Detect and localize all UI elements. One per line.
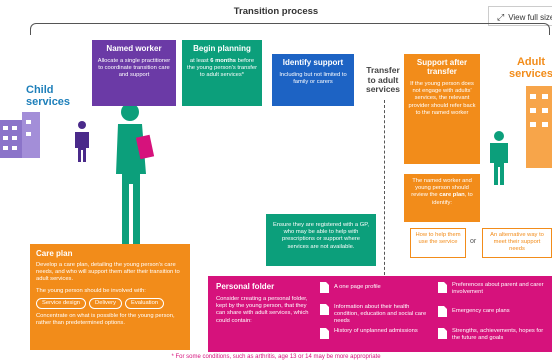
view-full-size-label: View full size — [508, 13, 552, 22]
evaluation-pill: Evaluation — [124, 297, 165, 310]
care-plan-title: Care plan — [36, 249, 73, 258]
process-bracket — [30, 23, 550, 35]
begin-planning-body-bold: 6 months — [210, 58, 237, 64]
adult-services-label: Adult services — [508, 56, 552, 80]
review-body-pre: The named worker and young person should… — [411, 178, 472, 199]
folder-item: Information about their health condition… — [334, 304, 427, 324]
gp-registration-body: Ensure they are registered with a GP, wh… — [273, 222, 369, 250]
child-services-building-icon — [0, 112, 40, 158]
begin-planning-box: Begin planning at least 6 months before … — [182, 40, 262, 106]
named-worker-body: Allocate a single practitioner to coordi… — [97, 58, 171, 79]
care-plan-body-2: The young person should be involved with… — [36, 287, 146, 294]
identify-support-body: Including but not limited to family or c… — [279, 72, 347, 86]
young-person-figure-icon — [116, 103, 155, 254]
begin-planning-title: Begin planning — [193, 44, 251, 53]
document-icon — [438, 306, 447, 317]
support-after-transfer-body: If the young person does not engage with… — [408, 81, 476, 116]
review-body: The named worker and young person should… — [408, 178, 476, 207]
begin-planning-body-post: before the young person's transfer to ad… — [186, 58, 258, 79]
gp-registration-box: Ensure they are registered with a GP, wh… — [266, 214, 376, 266]
review-body-post: , to identify: — [432, 192, 473, 206]
folder-item: A one page profile — [334, 284, 381, 290]
folder-item: Strengths, achievements, hopes for the f… — [452, 328, 544, 341]
footnote: * For some conditions, such as arthritis… — [171, 354, 381, 360]
adult-services-building-icon — [526, 86, 552, 168]
child-figure-icon — [75, 121, 89, 162]
support-after-transfer-box: Support after transfer If the young pers… — [404, 54, 480, 164]
transfer-divider — [384, 100, 385, 280]
document-icon — [438, 328, 447, 339]
care-plan-body-1: Develop a care plan, detailing the young… — [36, 262, 180, 283]
document-icon — [320, 304, 329, 315]
care-plan-box: Care plan Develop a care plan, detailing… — [30, 244, 190, 350]
personal-folder-body: Consider creating a personal folder, kep… — [216, 296, 309, 324]
document-icon — [438, 282, 447, 293]
named-worker-title: Named worker — [106, 44, 162, 53]
care-plan-body-3: Concentrate on what is possible for the … — [36, 313, 175, 327]
review-box: The named worker and young person should… — [404, 174, 480, 222]
folder-item: Preferences about parent and carer invol… — [452, 282, 544, 295]
document-icon — [320, 282, 329, 293]
review-body-bold: care plan — [439, 192, 465, 199]
review-or-label: or — [470, 238, 477, 245]
folder-item: Emergency care plans — [452, 308, 510, 314]
personal-folder-title: Personal folder — [216, 282, 275, 291]
transfer-label: Transfer to adult services — [365, 65, 401, 94]
named-worker-box: Named worker Allocate a single practitio… — [92, 40, 176, 106]
adult-figure-icon — [490, 131, 508, 185]
diagram-title: Transition process — [233, 6, 319, 17]
review-option-alternative: An alternative way to meet their support… — [482, 228, 552, 258]
expand-icon: ⤢ — [497, 12, 505, 22]
identify-support-title: Identify support — [282, 58, 344, 67]
view-full-size-button[interactable]: ⤢View full size — [488, 6, 552, 26]
begin-planning-body-pre: at least — [189, 58, 211, 64]
service-design-pill: Service design — [36, 297, 87, 310]
document-icon — [320, 328, 329, 339]
folder-item: History of unplanned admissions — [334, 328, 418, 334]
personal-folder-box: Personal folder Consider creating a pers… — [208, 276, 552, 352]
identify-support-box: Identify support Including but not limit… — [272, 54, 354, 106]
child-services-label: Child services — [26, 84, 71, 108]
delivery-pill: Delivery — [89, 297, 122, 310]
review-option-help-use-service: How to help them use the service — [410, 228, 466, 258]
support-after-transfer-title: Support after transfer — [416, 58, 468, 76]
begin-planning-body: at least 6 months before the young perso… — [186, 58, 258, 80]
